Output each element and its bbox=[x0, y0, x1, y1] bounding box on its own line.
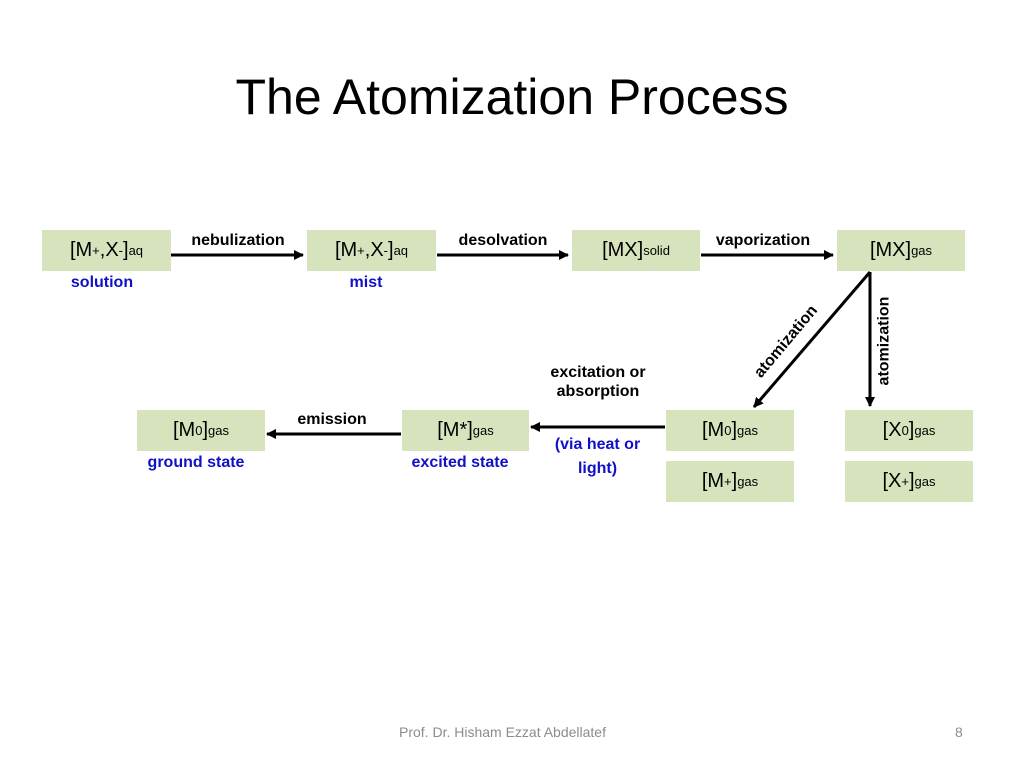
box-m-star: [M*]gas bbox=[402, 410, 529, 451]
arrow-label-excitation: excitation or absorption bbox=[550, 364, 646, 400]
arrow-label-atomization-vertical: atomization bbox=[875, 296, 893, 386]
box-xplus-gas: [X+]gas bbox=[845, 461, 973, 502]
label-ground-state: ground state bbox=[147, 454, 245, 471]
box-mx-gas: [MX]gas bbox=[837, 230, 965, 271]
label-mist: mist bbox=[349, 274, 383, 291]
label-via-heat: (via heat or light) bbox=[554, 436, 641, 477]
arrow-atomization-diagonal bbox=[752, 271, 872, 408]
footer-author: Prof. Dr. Hisham Ezzat Abdellatef bbox=[399, 724, 606, 740]
arrow-label-emission: emission bbox=[297, 411, 367, 428]
arrow-label-nebulization: nebulization bbox=[191, 232, 285, 249]
page-number: 8 bbox=[955, 724, 963, 740]
box-mx-solid: [MX]solid bbox=[572, 230, 700, 271]
box-mist: [M+,X-]aq bbox=[307, 230, 436, 271]
box-solution: [M+,X-]aq bbox=[42, 230, 171, 271]
box-mplus-gas: [M+]gas bbox=[666, 461, 794, 502]
page-title: The Atomization Process bbox=[235, 69, 789, 125]
arrow-label-desolvation: desolvation bbox=[458, 232, 548, 249]
label-excited-state: excited state bbox=[411, 454, 509, 471]
arrow-label-vaporization: vaporization bbox=[715, 232, 811, 249]
label-solution: solution bbox=[70, 274, 134, 291]
